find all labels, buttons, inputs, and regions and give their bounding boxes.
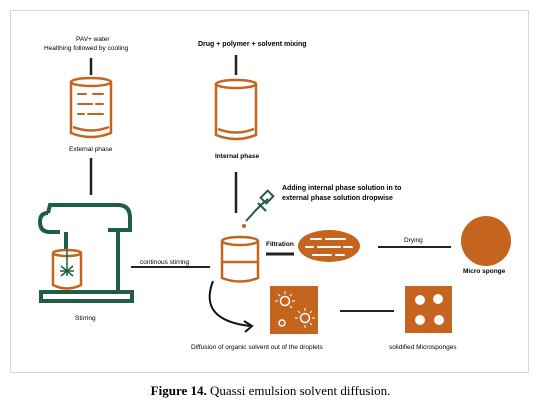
external-phase-liquid-lines [77, 93, 104, 115]
adding-line2-label: external phase solution dropwise [282, 195, 393, 202]
micro-sponge-icon [461, 216, 511, 266]
diffusion-label: Diffusion of organic solvent out of the … [191, 344, 323, 351]
adding-line1-label: Adding internal phase solution in to [282, 185, 402, 192]
figure-frame [10, 10, 529, 373]
curved-arrow-icon [208, 280, 254, 333]
pav-water-label: PAV+ water [76, 36, 110, 43]
internal-phase-label: Internal phase [215, 153, 260, 160]
micro-sponge-label: Micro sponge [463, 268, 506, 275]
internal-phase-beaker-icon [214, 78, 258, 141]
stand-mixer-icon [37, 203, 134, 303]
filtration-label: Filtration [266, 241, 294, 248]
caption-text: Quassi emulsion solvent diffusion. [206, 383, 391, 398]
diffusion-square-icon [270, 286, 318, 334]
emulsion-droplet-icon [298, 230, 360, 262]
external-phase-label: External phase [69, 146, 113, 153]
whisk-icon [60, 250, 74, 277]
drug-polymer-label: Drug + polymer + solvent mixing [198, 41, 307, 48]
dropper-icon [245, 189, 275, 222]
reaction-beaker-icon [220, 235, 260, 283]
figure-number: Figure 14. [150, 383, 207, 398]
external-phase-beaker-icon [69, 76, 113, 139]
continous-stirring-label: continous stirring [140, 259, 190, 266]
stirring-label: Stirring [75, 315, 96, 322]
figure-caption: Figure 14. Quassi emulsion solvent diffu… [0, 383, 541, 399]
drying-label: Drying [404, 237, 423, 244]
solidified-microsponges-icon [405, 286, 452, 333]
solidified-label: solidified Microsponges [389, 344, 457, 351]
droplet-icon [242, 224, 246, 228]
heating-label: Healthing followed by cooling [44, 45, 129, 52]
